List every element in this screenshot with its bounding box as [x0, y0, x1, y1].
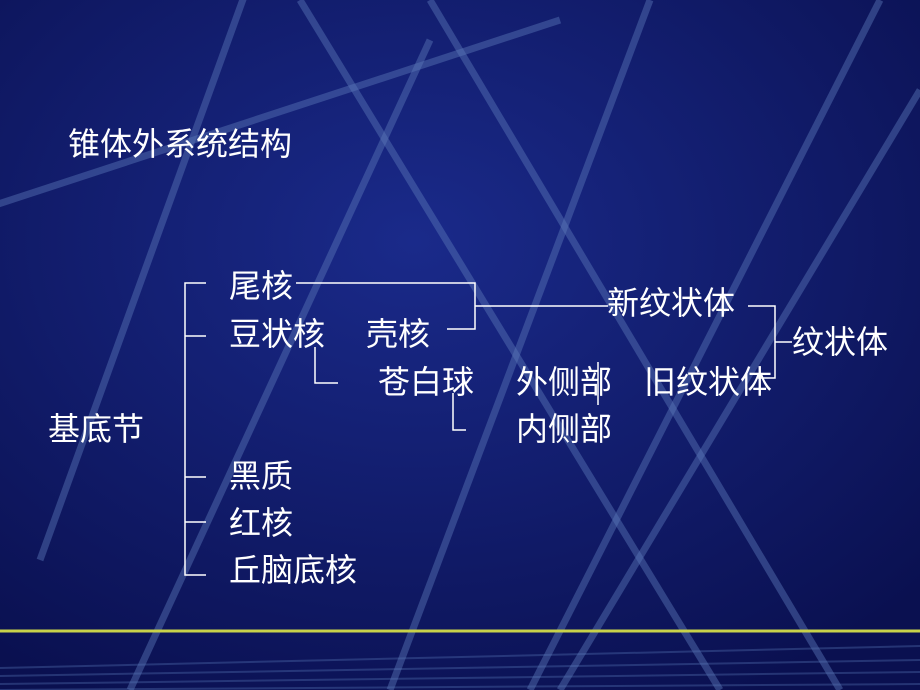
bg-streak [0, 16, 562, 208]
neostriatum-label: 新纹状体 [607, 284, 736, 322]
bg-streak [36, 0, 247, 562]
medial-part-label: 内侧部 [516, 410, 613, 448]
lateral-part-label: 外侧部 [516, 363, 613, 401]
bg-streak [426, 0, 844, 690]
striatum-label: 纹状体 [792, 323, 889, 361]
red-nucleus-label: 红核 [229, 504, 294, 542]
caudate-nucleus-label: 尾核 [229, 267, 294, 305]
bottom-wave [0, 683, 920, 690]
bg-streak [386, 0, 654, 690]
bg-streak [526, 0, 884, 690]
root-label: 基底节 [48, 410, 145, 448]
paleostriatum-label: 旧纹状体 [644, 363, 773, 401]
bg-streak [126, 38, 434, 690]
lentiform-subbracket [314, 347, 338, 384]
putamen-label: 壳核 [366, 315, 431, 353]
bg-streak [556, 88, 920, 690]
pallidus-subbracket [452, 393, 466, 431]
lentiform-nucleus-label: 豆状核 [229, 315, 326, 353]
subthalamic-nucleus-label: 丘脑底核 [229, 551, 358, 589]
globus-pallidus-label: 苍白球 [378, 363, 475, 401]
page-title: 锥体外系统结构 [68, 125, 293, 163]
bottom-wave [0, 659, 920, 677]
substantia-nigra-label: 黑质 [229, 457, 294, 495]
bottom-wave [0, 645, 920, 669]
bottom-wave [0, 671, 920, 685]
bg-streak [297, 0, 723, 690]
root-bracket [184, 282, 206, 576]
